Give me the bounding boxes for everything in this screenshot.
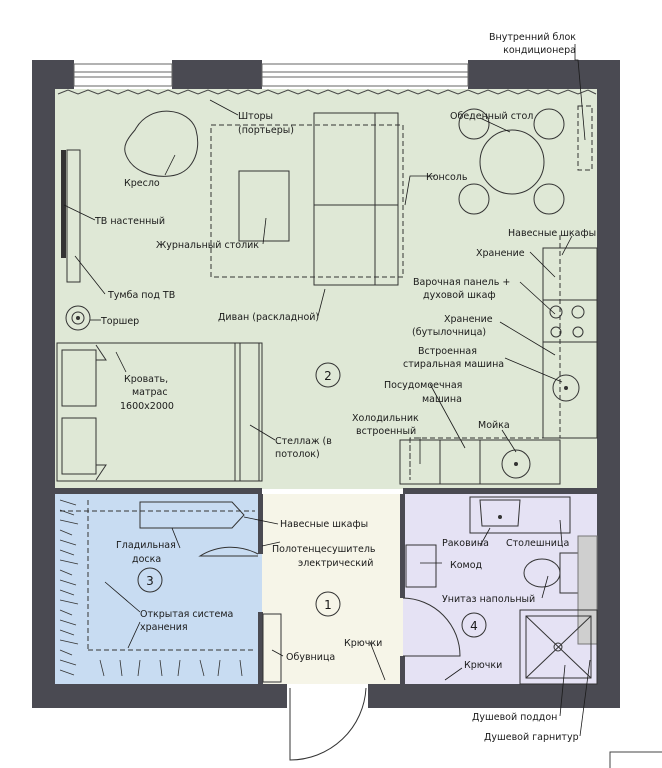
label-bed-1: Кровать,	[124, 374, 168, 385]
label-shower-tray: Душевой поддон	[472, 712, 557, 723]
label-storage: Хранение	[476, 248, 525, 259]
svg-text:2: 2	[324, 369, 332, 383]
label-console: Консоль	[426, 172, 468, 183]
labels: Внутренний блок кондиционера Шторы (порт…	[94, 32, 596, 743]
shelving	[239, 342, 263, 482]
entrance-door[interactable]	[287, 684, 368, 761]
shower-tray-box	[519, 609, 598, 685]
label-wall-cabinets-hall: Навесные шкафы	[280, 519, 368, 530]
label-storage-bottles-2: (бутылочница)	[412, 327, 486, 338]
svg-text:1: 1	[324, 598, 332, 612]
tv-stand	[66, 149, 81, 283]
label-shelving-2: потолок)	[275, 449, 320, 460]
dining-set	[458, 108, 565, 215]
window-left	[73, 63, 173, 87]
storage-door[interactable]	[198, 546, 259, 557]
carpet-outline	[210, 124, 404, 278]
label-tv: ТВ настенный	[94, 216, 165, 227]
label-ironing-1: Гладильная	[116, 540, 176, 551]
armchair	[124, 110, 199, 177]
label-dining-table: Обеденный стол	[450, 111, 533, 122]
label-bed-3: 1600х2000	[120, 401, 174, 412]
sofa	[313, 112, 399, 286]
label-washbasin: Раковина	[442, 538, 489, 549]
label-hooks-bath: Крючки	[464, 660, 502, 671]
label-ac-unit-2: кондиционера	[503, 45, 576, 56]
label-floor-lamp: Торшер	[100, 316, 139, 327]
label-armchair: Кресло	[124, 178, 160, 189]
label-washer-2: стиральная машина	[403, 359, 504, 370]
svg-text:3: 3	[146, 574, 154, 588]
room-number-4: 4	[461, 612, 487, 638]
label-sofa: Диван (раскладной)	[218, 312, 319, 323]
label-dishwasher-1: Посудомоечная	[384, 380, 462, 391]
label-shower-set: Душевой гарнитур	[484, 732, 579, 743]
label-storage-bottles-1: Хранение	[444, 314, 493, 325]
label-toilet: Унитаз напольный	[442, 594, 535, 605]
label-shelving-1: Стеллаж (в	[275, 436, 332, 447]
ironing-board	[139, 501, 245, 529]
ac-unit	[577, 105, 593, 171]
leader-lines	[63, 44, 591, 737]
label-sink-kitchen: Мойка	[478, 420, 510, 431]
label-dresser: Комод	[450, 560, 483, 571]
dresser-box	[405, 544, 437, 588]
label-ironing-2: доска	[132, 554, 161, 565]
walls	[32, 60, 620, 708]
label-shoe-rack: Обувница	[286, 652, 335, 663]
bathroom-washbasin	[469, 496, 571, 534]
floor-lamp	[65, 305, 91, 331]
window-right	[261, 63, 469, 87]
title-block-corner	[609, 751, 662, 768]
label-countertop: Столешница	[506, 538, 569, 549]
label-fridge-1: Холодильник	[352, 413, 419, 424]
coffee-table	[238, 170, 290, 242]
label-curtains-1: Шторы	[238, 111, 273, 122]
open-storage-hatch	[59, 499, 243, 677]
label-hob-1: Варочная панель +	[413, 277, 510, 288]
label-wall-cabinets-kitchen: Навесные шкафы	[508, 228, 596, 239]
room-2-living-area	[55, 89, 597, 489]
bed	[56, 342, 260, 482]
shoe-rack-box	[262, 613, 282, 683]
curtains-line	[57, 89, 597, 95]
label-coffee-table: Журнальный столик	[156, 240, 259, 251]
bathroom-door[interactable]	[402, 597, 461, 657]
kitchen-bottom-counter	[399, 439, 561, 485]
label-curtains-2: (портьеры)	[238, 125, 294, 136]
label-fridge-2: встроенный	[356, 426, 416, 437]
label-hooks-hall: Крючки	[344, 638, 382, 649]
label-washer-1: Встроенная	[418, 346, 477, 357]
label-towel-dryer-2: электрический	[298, 558, 373, 569]
bath-wall-strip	[577, 535, 598, 645]
label-bed-2: матрас	[132, 387, 168, 398]
room-number-1: 1	[315, 591, 341, 617]
label-hob-2: духовой шкаф	[423, 290, 496, 301]
svg-text:4: 4	[470, 619, 478, 633]
label-tv-stand: Тумба под ТВ	[107, 290, 175, 301]
label-towel-dryer-1: Полотенцесушитель	[272, 544, 376, 555]
label-open-storage-1: Открытая система	[140, 609, 233, 620]
label-dishwasher-2: машина	[422, 394, 462, 405]
wall-tv	[61, 150, 66, 258]
label-ac-unit-1: Внутренний блок	[489, 32, 576, 43]
label-open-storage-2: хранения	[140, 622, 188, 633]
room-number-3: 3	[137, 567, 163, 593]
kitchen-counter	[542, 247, 598, 439]
room-1-hallway	[262, 494, 403, 684]
room-number-2: 2	[315, 362, 341, 388]
